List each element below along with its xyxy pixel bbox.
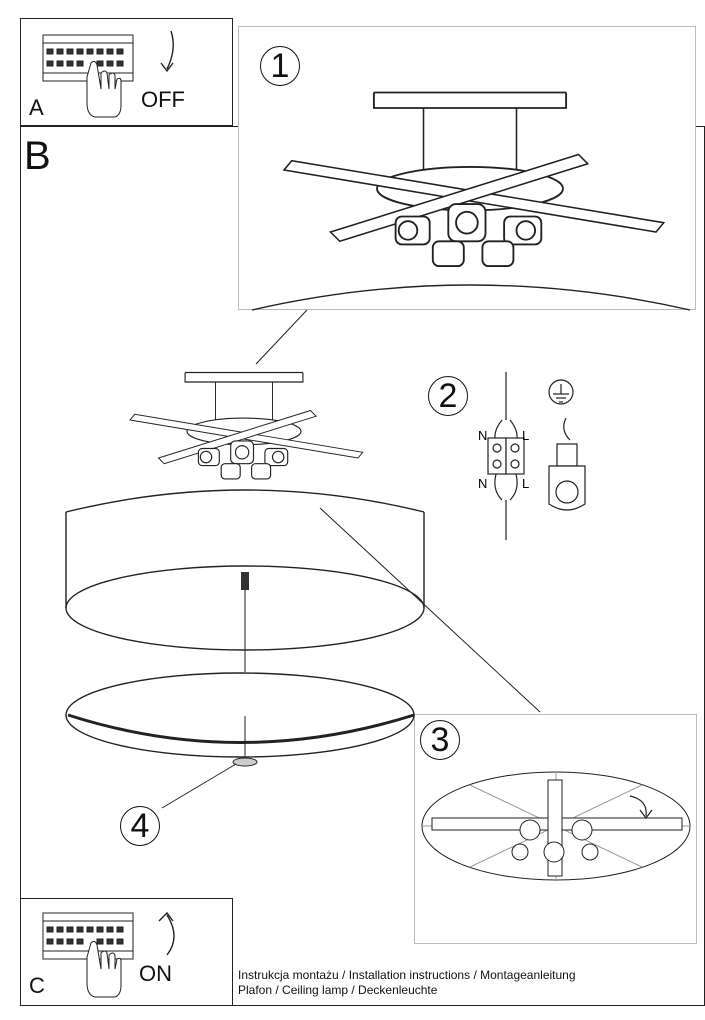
panel-c-letter: C (29, 973, 45, 998)
breaker-off-illustration (42, 30, 174, 118)
breaker-on-illustration (42, 911, 175, 998)
wire-l-bottom: L (522, 476, 529, 491)
step-4-number: 4 (120, 806, 160, 846)
panel-c: C ON (20, 898, 233, 1006)
footer-instructions: Instrukcja montażu / Installation instru… (238, 968, 698, 998)
step-3-number: 3 (420, 720, 460, 760)
footer-line-1: Instrukcja montażu / Installation instru… (238, 968, 576, 982)
wire-n-bottom: N (478, 476, 487, 491)
footer-line-2: Plafon / Ceiling lamp / Deckenleuchte (238, 983, 438, 997)
panel-a-letter: A (29, 95, 44, 120)
wire-n-top: N (478, 428, 487, 443)
panel-a-action: OFF (141, 87, 185, 112)
panel-c-action: ON (139, 961, 172, 986)
panel-a: A OFF (20, 18, 233, 126)
wire-l-top: L (522, 428, 529, 443)
step-2-number: 2 (428, 376, 468, 416)
step-1-number: 1 (260, 46, 300, 86)
panel-b-letter: B (24, 134, 51, 178)
